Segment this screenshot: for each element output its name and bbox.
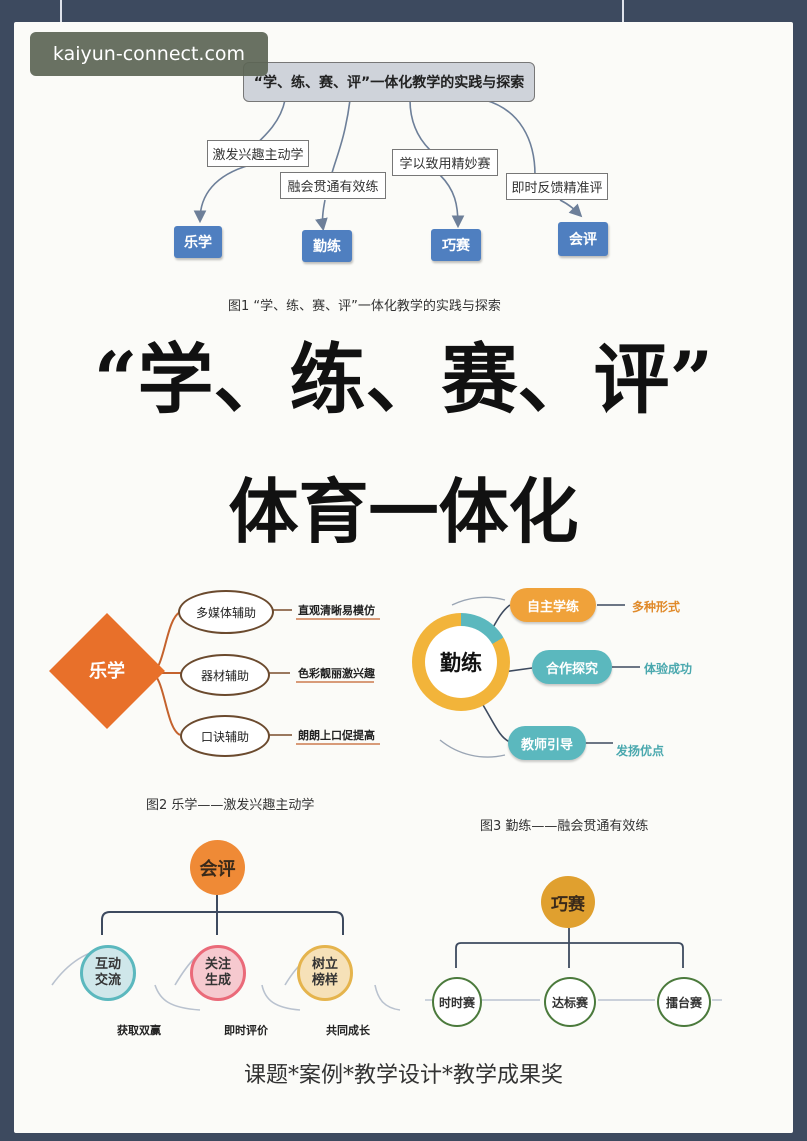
fig2-item-3: 口诀辅助 <box>180 715 270 757</box>
fig4-item-1: 互动 交流 <box>80 945 136 1001</box>
fig4-note-2: 即时评价 <box>224 1024 268 1037</box>
fig3-item-3: 教师引导 <box>508 726 586 760</box>
fig2-item-2: 器材辅助 <box>180 654 270 696</box>
fig2-note-2: 色彩靓丽激兴趣 <box>298 667 375 680</box>
fig1-link-2: 融会贯通有效练 <box>280 172 386 199</box>
poster-sheet <box>14 22 793 1133</box>
main-subtitle: 体育一体化 <box>228 470 579 553</box>
fig1-link-3: 学以致用精妙赛 <box>392 149 498 176</box>
fig5-item-2: 达标赛 <box>544 977 596 1027</box>
fig2-caption: 图2 乐学——激发兴趣主动学 <box>146 798 315 813</box>
fig1-node-qinlian: 勤练 <box>302 230 352 262</box>
fig2-note-1: 直观清晰易模仿 <box>298 604 375 617</box>
fig5-item-3: 擂台赛 <box>657 977 711 1027</box>
fig4-item-3: 树立 榜样 <box>297 945 353 1001</box>
fig1-topic: “学、练、赛、评”一体化教学的实践与探索 <box>243 62 535 102</box>
fig1-node-lexue: 乐学 <box>174 226 222 258</box>
fig3-item-1: 自主学练 <box>510 588 596 622</box>
fig1-caption: 图1 “学、练、赛、评”一体化教学的实践与探索 <box>228 299 501 314</box>
fig1-node-qiaosai: 巧赛 <box>431 229 481 261</box>
fig5-center: 巧赛 <box>541 876 595 928</box>
frame-tick <box>622 0 624 22</box>
top-frame <box>0 0 807 22</box>
fig2-note-3: 朗朗上口促提高 <box>298 729 375 742</box>
fig4-center: 会评 <box>190 840 245 895</box>
fig3-item-2: 合作探究 <box>532 650 612 684</box>
main-title: “学、练、赛、评” <box>93 335 714 424</box>
fig1-node-huiping: 会评 <box>558 222 608 256</box>
fig2-item-1: 多媒体辅助 <box>178 590 274 634</box>
fig2-center-label: 乐学 <box>89 661 125 682</box>
fig3-note-3: 发扬优点 <box>616 744 665 758</box>
fig5-item-1: 时时赛 <box>432 977 482 1027</box>
fig3-note-1: 多种形式 <box>632 600 681 614</box>
fig4-note-3: 共同成长 <box>326 1024 370 1037</box>
fig4-item-2: 关注 生成 <box>190 945 246 1001</box>
fig3-center: 勤练 <box>425 626 497 698</box>
fig4-note-1: 获取双赢 <box>117 1024 161 1037</box>
fig1-link-4: 即时反馈精准评 <box>506 173 608 200</box>
fig3-caption: 图3 勤练——融会贯通有效练 <box>480 819 649 834</box>
fig3-note-2: 体验成功 <box>644 662 693 676</box>
footer-text: 课题*案例*教学设计*教学成果奖 <box>243 1063 563 1088</box>
frame-tick <box>60 0 62 22</box>
fig1-link-1: 激发兴趣主动学 <box>207 140 309 167</box>
watermark: kaiyun-connect.com <box>30 32 268 76</box>
